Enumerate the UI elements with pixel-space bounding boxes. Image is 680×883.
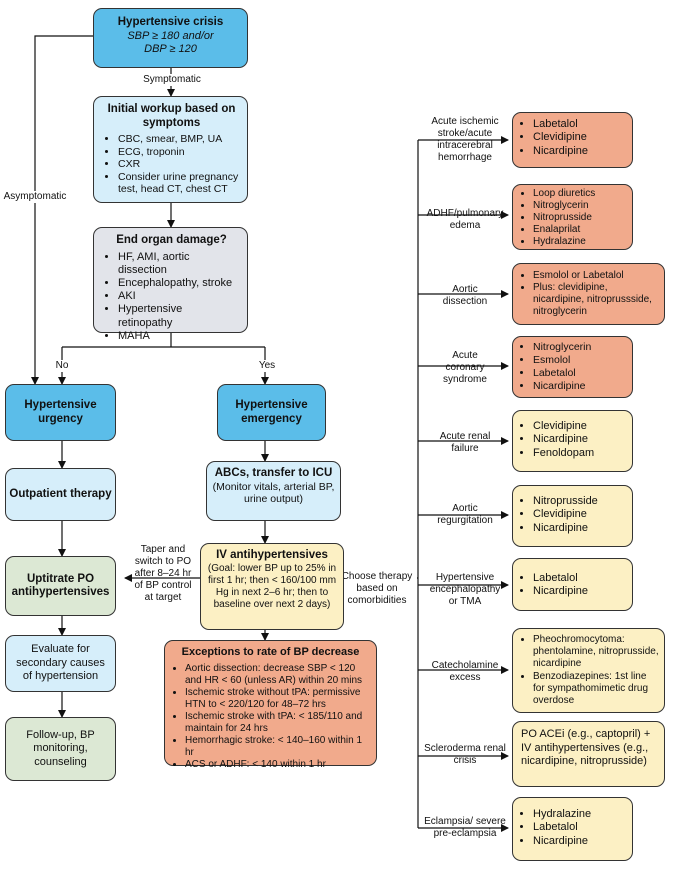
encephalopathy-drugs-box: Labetalol Nicardipine — [512, 558, 633, 611]
condition-label: ADHF/pulmonary edema — [426, 208, 504, 231]
workup-item: CBC, smear, BMP, UA — [118, 133, 239, 146]
aortic-dissection-drugs-box: Esmolol or Labetalol Plus: clevidipine, … — [512, 263, 665, 325]
workup-item: Consider urine pregnancy test, head CT, … — [118, 171, 239, 196]
workup-item: CXR — [118, 158, 239, 171]
hypertensive-crisis-box: Hypertensive crisis SBP ≥ 180 and/or DBP… — [93, 8, 248, 68]
organ-item: Encephalopathy, stroke — [118, 277, 239, 290]
catecholamine-drugs-box: Pheochromocytoma: phentolamine, nitropru… — [512, 628, 665, 713]
acs-drugs-box: Nitroglycerin Esmolol Labetalol Nicardip… — [512, 336, 633, 398]
eclampsia-drugs-box: Hydralazine Labetalol Nicardipine — [512, 797, 633, 861]
exception-item: Ischemic stroke without tPA: permissive … — [185, 687, 370, 711]
renal-failure-drugs-box: Clevidipine Nicardipine Fenoldopam — [512, 410, 633, 472]
choose-therapy-label: Choose therapy based on comorbidities — [337, 571, 417, 607]
exception-item: Ischemic stroke with tPA: < 185/110 and … — [185, 711, 370, 735]
evaluate-secondary-causes-box: Evaluate for secondary causes of hyperte… — [5, 635, 116, 692]
end-organ-damage-box: End organ damage? HF, AMI, aortic dissec… — [93, 227, 248, 342]
yes-label: Yes — [255, 360, 279, 372]
taper-label: Taper and switch to PO after 8–24 hr of … — [134, 544, 192, 603]
organ-item: HF, AMI, aortic dissection — [118, 251, 239, 277]
hypertensive-urgency-box: Hypertensive urgency — [5, 384, 116, 441]
iv-antihypertensives-box: IV antihypertensives (Goal: lower BP up … — [200, 543, 344, 630]
uptitrate-po-box: Uptitrate PO antihypertensives — [5, 556, 116, 616]
exceptions-box: Exceptions to rate of BP decrease Aortic… — [164, 640, 377, 770]
organ-item: MAHA — [118, 330, 239, 343]
condition-label: Acute coronary syndrome — [443, 350, 487, 385]
abcs-icu-box: ABCs, transfer to ICU (Monitor vitals, a… — [206, 461, 341, 521]
follow-up-box: Follow-up, BP monitoring, counseling — [5, 717, 116, 781]
condition-label: Aortic regurgitation — [437, 503, 493, 526]
condition-label: Acute ischemic stroke/acute intracerebra… — [431, 116, 499, 163]
stroke-drugs-box: Labetalol Clevidipine Nicardipine — [512, 112, 633, 168]
adhf-drugs-box: Loop diuretics Nitroglycerin Nitroprussi… — [512, 184, 633, 250]
outpatient-therapy-box: Outpatient therapy — [5, 468, 116, 521]
initial-workup-box: Initial workup based on symptoms CBC, sm… — [93, 96, 248, 203]
exception-item: Hemorrhagic stroke: < 140–160 within 1 h… — [185, 735, 370, 759]
no-label: No — [50, 360, 74, 372]
condition-label: Eclampsia/ severe pre-eclampsia — [424, 816, 506, 839]
hypertensive-emergency-box: Hypertensive emergency — [217, 384, 326, 441]
symptomatic-label: Symptomatic — [122, 74, 222, 86]
condition-label: Scleroderma renal crisis — [424, 743, 506, 766]
organ-item: AKI — [118, 290, 239, 303]
condition-label: Aortic dissection — [442, 284, 488, 307]
workup-item: ECG, troponin — [118, 146, 239, 159]
organ-item: Hypertensive retinopathy — [118, 303, 239, 329]
condition-label: Hypertensive encephalopathy or TMA — [429, 572, 501, 607]
condition-label: Catecholamine excess — [431, 660, 499, 683]
asymptomatic-label: Asymptomatic — [2, 191, 68, 203]
exception-item: Aortic dissection: decrease SBP < 120 an… — [185, 663, 370, 687]
exception-item: ACS or ADHF: < 140 within 1 hr — [185, 759, 370, 771]
scleroderma-drugs-box: PO ACEi (e.g., captopril) + IV antihyper… — [512, 721, 665, 787]
condition-label: Acute renal failure — [439, 431, 491, 454]
aortic-regurgitation-drugs-box: Nitroprusside Clevidipine Nicardipine — [512, 485, 633, 547]
